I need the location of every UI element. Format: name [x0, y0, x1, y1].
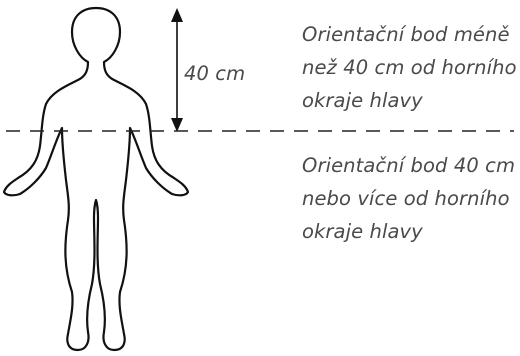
note-above-line: Orientační bod méně než 40 cm od horního… — [302, 18, 517, 117]
note-below-line-2: nebo více od horního — [302, 182, 515, 215]
human-figure-outline — [4, 8, 188, 350]
note-below-line-1: Orientační bod 40 cm — [302, 149, 515, 182]
note-below-line-3: okraje hlavy — [302, 215, 515, 248]
measurement-label: 40 cm — [184, 57, 245, 90]
note-above-line-1: Orientační bod méně — [302, 18, 517, 51]
note-below-line: Orientační bod 40 cm nebo více od horníh… — [302, 149, 515, 248]
note-above-line-2: než 40 cm od horního — [302, 51, 517, 84]
note-above-line-3: okraje hlavy — [302, 84, 517, 117]
arrow-head-top-icon — [171, 8, 183, 22]
arrow-head-bottom-icon — [171, 118, 183, 132]
